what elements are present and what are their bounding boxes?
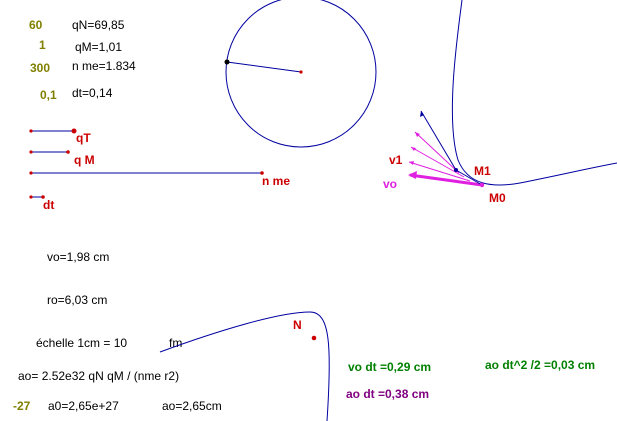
slider-qM[interactable]	[29, 150, 70, 154]
point-M1[interactable]	[454, 168, 458, 172]
vo-measure: vo=1,98 cm	[47, 250, 110, 264]
circle-radius-handle[interactable]	[224, 59, 230, 65]
qM-control-value[interactable]: 1	[39, 38, 46, 52]
scale-measure: échelle 1cm = 10	[36, 336, 128, 350]
qM-value: qM=1,01	[75, 40, 123, 54]
vector-vo-label: vo	[383, 177, 398, 191]
exponent-control-value[interactable]: -27	[13, 399, 31, 413]
slider-dt[interactable]	[29, 195, 45, 199]
ao-cm: ao=2,65cm	[162, 399, 222, 413]
nme-control-value[interactable]: 300	[30, 61, 51, 75]
ao-dt-measure: ao dt =0,38 cm	[346, 387, 430, 401]
point-M0[interactable]	[479, 182, 485, 188]
qN-value: qN=69,85	[72, 18, 125, 32]
scale-unit: fm	[169, 336, 183, 350]
point-M1-label: M1	[474, 164, 491, 178]
slider-qM-handle[interactable]	[66, 150, 70, 154]
slider-qT-handle[interactable]	[71, 128, 77, 134]
ao-dt2-measure: ao dt^2 /2 =0,03 cm	[485, 358, 596, 372]
lower-trajectory-curve	[159, 311, 330, 421]
slider-qT-label: qT	[76, 131, 91, 145]
dt-value: dt=0,14	[72, 86, 113, 100]
circle-center	[299, 70, 303, 74]
slider-nme-handle[interactable]	[260, 171, 264, 175]
acceleration-formula: ao= 2.52e32 qN qM / (nme r2)	[18, 369, 180, 383]
vector-v1-label: v1	[389, 153, 403, 167]
dt-control-value[interactable]: 0,1	[40, 88, 57, 102]
point-N[interactable]	[311, 335, 317, 341]
ro-measure: ro=6,03 cm	[47, 293, 108, 307]
slider-dt-label: dt	[43, 198, 55, 212]
slider-nme-label: n me	[262, 174, 291, 188]
slider-nme[interactable]	[29, 171, 264, 175]
upper-trajectory-curve	[451, 0, 617, 186]
a0-scientific: a0=2,65e+27	[48, 399, 119, 413]
orbit-circle	[224, 0, 377, 148]
point-M0-label: M0	[489, 191, 506, 205]
qN-control-value[interactable]: 60	[29, 18, 43, 32]
point-N-label: N	[293, 318, 302, 332]
slider-qT[interactable]	[29, 128, 77, 134]
slider-dt-handle[interactable]	[41, 195, 45, 199]
velocity-vectors	[408, 110, 483, 187]
nme-value: n me=1.834	[72, 59, 136, 73]
vo-dt-measure: vo dt =0,29 cm	[348, 360, 432, 374]
slider-qM-label: q M	[74, 153, 95, 167]
